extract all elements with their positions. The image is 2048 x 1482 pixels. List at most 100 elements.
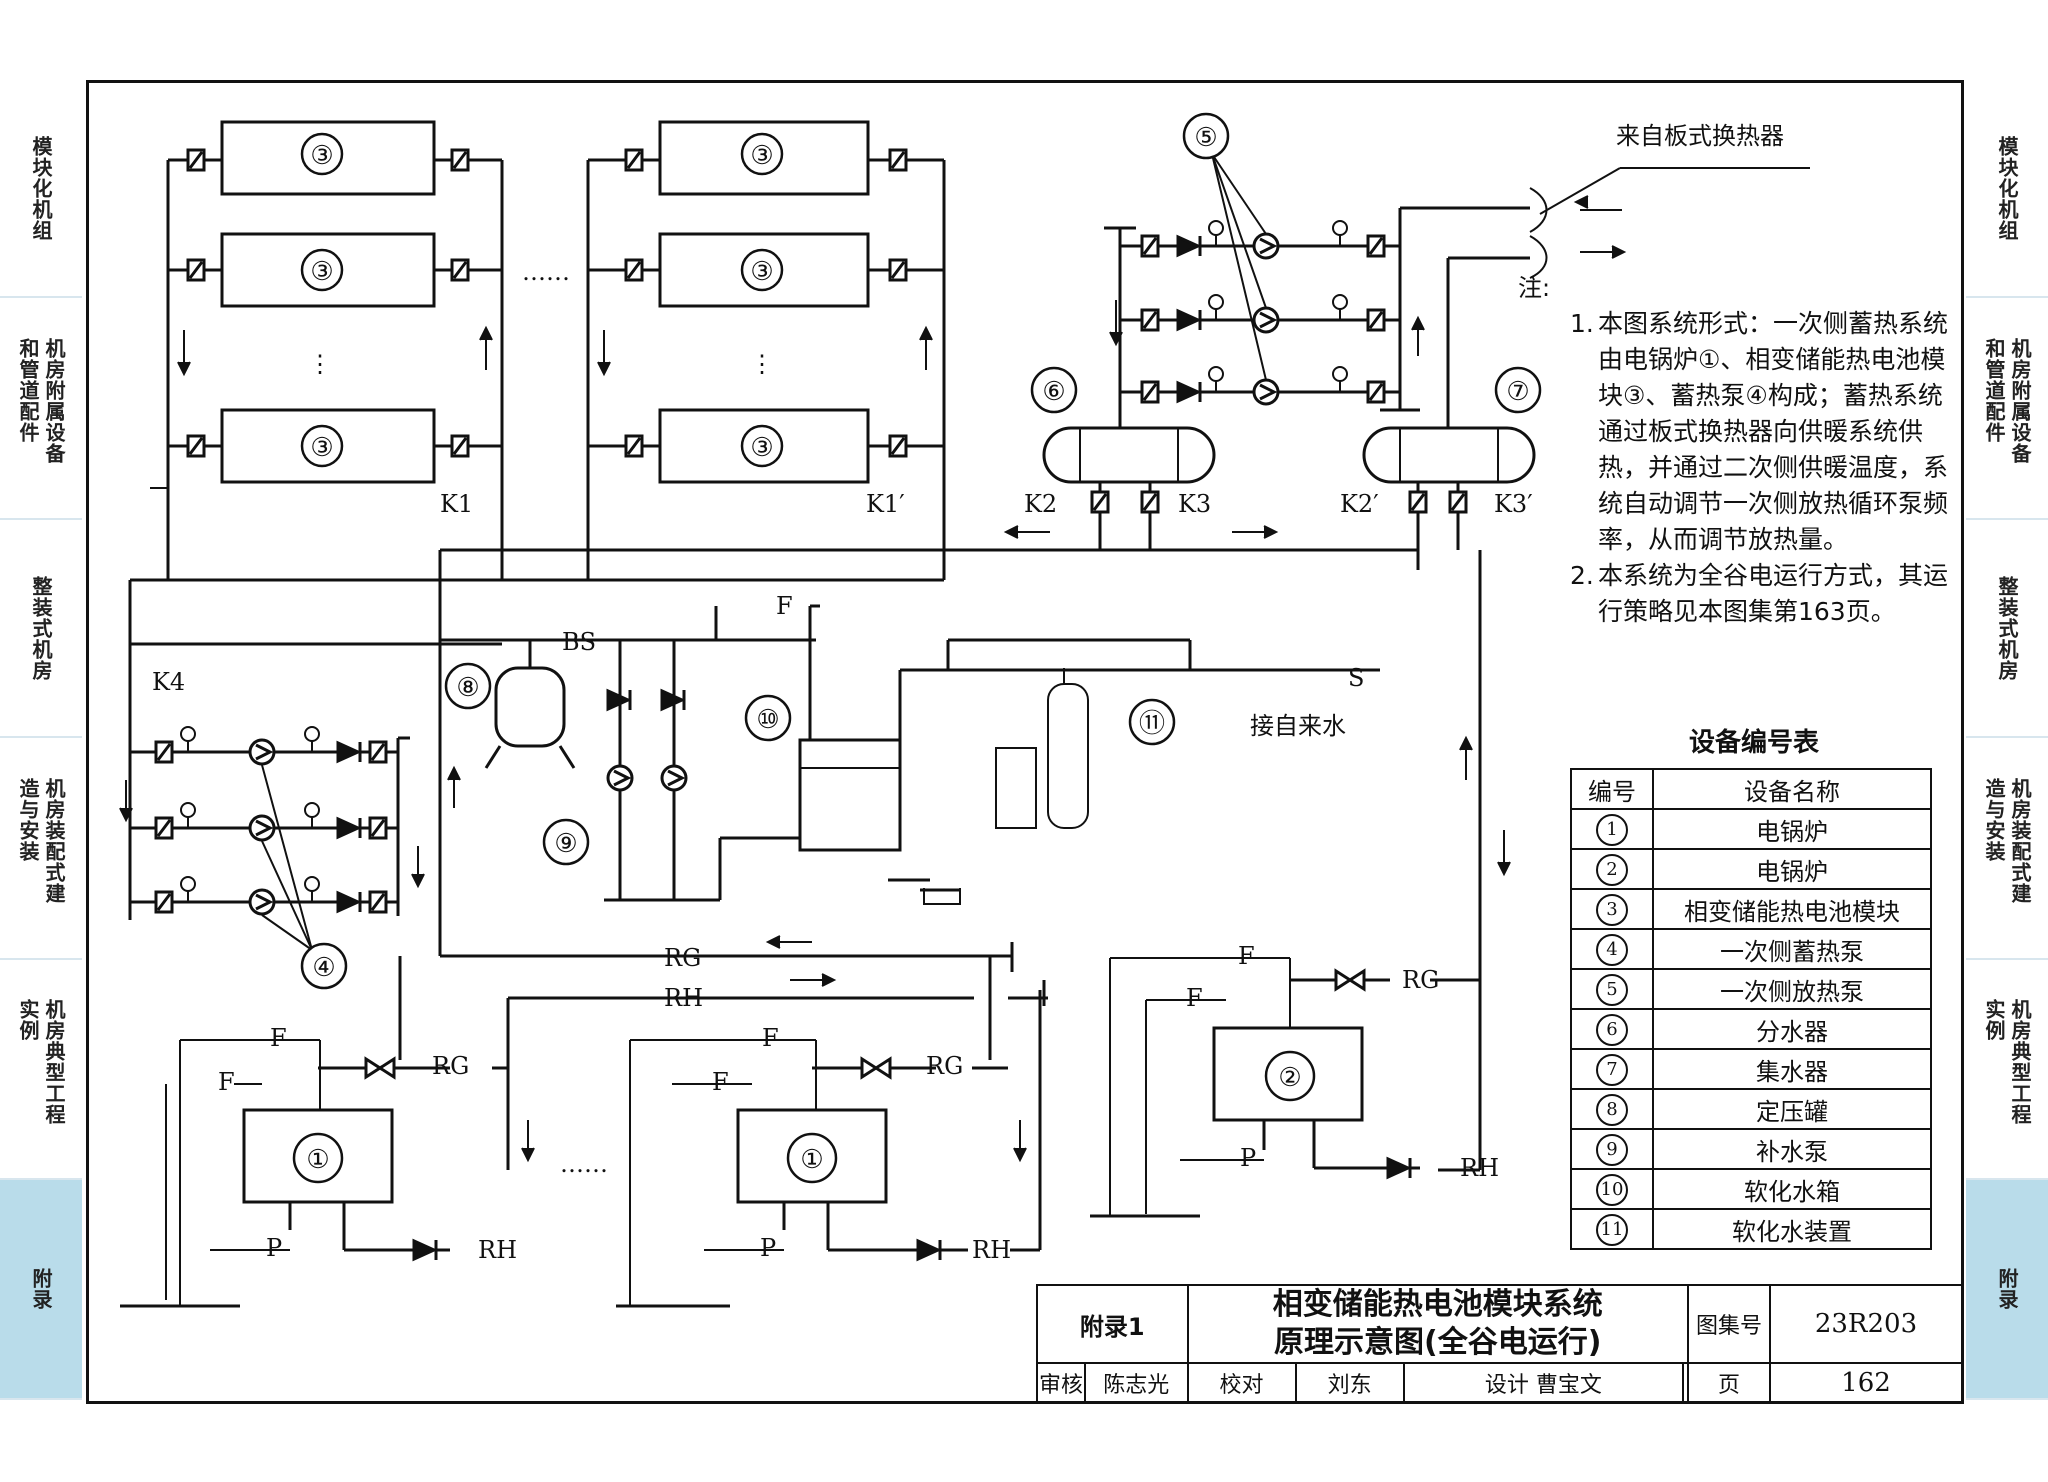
marker-3: ③ <box>310 141 333 171</box>
pressure-tank <box>494 666 566 748</box>
marker-3: ③ <box>310 433 333 463</box>
atlas-number: 23R203 <box>1769 1284 1963 1364</box>
label-p: P <box>1240 1144 1256 1172</box>
side-tab-1[interactable]: 模块化机组 <box>1966 80 2048 298</box>
label-p: P <box>266 1234 282 1262</box>
label-rh: RH <box>972 1236 1011 1264</box>
side-tab-2[interactable]: 机房附属设备和管道配件 <box>1966 298 2048 520</box>
label-k2: K2 <box>1024 490 1057 518</box>
marker-5: ⑤ <box>1194 123 1217 153</box>
design-label: 设计 曹宝文 <box>1402 1362 1685 1404</box>
side-tab-5[interactable]: 机房典型工程实例 <box>0 960 82 1180</box>
label-f: F <box>712 1068 729 1096</box>
label-f: F <box>762 1024 779 1052</box>
label-rg: RG <box>664 944 701 972</box>
label-rg: RG <box>926 1052 963 1080</box>
marker-11: ⑪ <box>1139 709 1165 739</box>
water-collector <box>1362 426 1536 520</box>
label-from-tap-water: 接自来水 <box>1250 712 1346 740</box>
marker-6: ⑥ <box>1042 377 1065 407</box>
horizontal-ellipsis: …… <box>522 258 570 286</box>
label-k1: K1 <box>440 490 473 518</box>
marker-3: ③ <box>750 433 773 463</box>
soft-water-tank <box>798 738 902 852</box>
label-f: F <box>776 592 793 620</box>
drawing-frame <box>86 80 1964 1404</box>
table-header: 编号 设备名称 <box>1570 768 1932 810</box>
appendix-label: 附录1 <box>1036 1284 1189 1364</box>
label-k1p: K1′ <box>866 490 905 518</box>
side-tab-3[interactable]: 整装式机房 <box>1966 520 2048 738</box>
marker-3: ③ <box>750 257 773 287</box>
side-tab-3[interactable]: 整装式机房 <box>0 520 82 738</box>
horizontal-ellipsis: …… <box>560 1150 608 1178</box>
vertical-ellipsis: ⋮ <box>750 350 774 378</box>
label-f: F <box>1186 984 1203 1012</box>
review-label: 审核 <box>1036 1362 1086 1404</box>
side-tab-4[interactable]: 机房装配式建造与安装 <box>1966 738 2048 960</box>
battery-bank-2 <box>586 120 946 580</box>
drawing-title: 相变储能热电池模块系统 原理示意图(全谷电运行) <box>1186 1284 1690 1364</box>
label-bs: BS <box>562 628 596 656</box>
right-side-tabs: 模块化机组 机房附属设备和管道配件 整装式机房 机房装配式建造与安装 机房典型工… <box>1966 80 2048 1400</box>
note-item: 1. 本图系统形式：一次侧蓄热系统由电锅炉①、相变储能热电池模块③、蓄热泵④构成… <box>1570 309 1949 554</box>
note-item: 2. 本系统为全谷电运行方式，其运行策略见本图集第163页。 <box>1570 561 1949 626</box>
label-f: F <box>1238 942 1255 970</box>
label-from-plate-heat-exchanger: 来自板式换热器 <box>1616 122 1784 150</box>
side-tab-appendix[interactable]: 附录 <box>1966 1180 2048 1400</box>
atlas-label: 图集号 <box>1687 1284 1771 1364</box>
equipment-table-title: 设备编号表 <box>1688 728 1819 758</box>
label-k3: K3 <box>1178 490 1211 518</box>
label-rh: RH <box>664 984 703 1012</box>
side-tab-1[interactable]: 模块化机组 <box>0 80 82 298</box>
label-p: P <box>760 1234 776 1262</box>
left-side-tabs: 模块化机组 机房附属设备和管道配件 整装式机房 机房装配式建造与安装 机房典型工… <box>0 80 82 1400</box>
marker-1: ① <box>800 1145 823 1175</box>
reviewer-name: 陈志光 <box>1084 1362 1189 1404</box>
side-tab-2[interactable]: 机房附属设备和管道配件 <box>0 298 82 520</box>
label-rh: RH <box>478 1236 517 1264</box>
marker-9: ⑨ <box>554 829 577 859</box>
side-tab-appendix[interactable]: 附录 <box>0 1180 82 1400</box>
marker-1: ① <box>306 1145 329 1175</box>
side-tab-5[interactable]: 机房典型工程实例 <box>1966 960 2048 1180</box>
side-tab-4[interactable]: 机房装配式建造与安装 <box>0 738 82 960</box>
marker-3: ③ <box>310 257 333 287</box>
vertical-ellipsis: ⋮ <box>308 350 332 378</box>
label-f: F <box>218 1068 235 1096</box>
electric-boiler-1b <box>616 1039 1008 1308</box>
makeup-water-system <box>440 604 1380 905</box>
label-rg: RG <box>1402 966 1439 994</box>
label-k3p: K3′ <box>1494 490 1533 518</box>
equipment-markers <box>292 112 1542 1184</box>
marker-7: ⑦ <box>1506 377 1529 407</box>
marker-3: ③ <box>750 141 773 171</box>
checker-name: 刘东 <box>1294 1362 1405 1404</box>
label-k2p: K2′ <box>1340 490 1379 518</box>
check-label: 校对 <box>1186 1362 1297 1404</box>
heat-storage-pump-group <box>128 725 410 951</box>
label-s: S <box>1348 664 1364 692</box>
marker-2: ② <box>1278 1063 1301 1093</box>
marker-4: ④ <box>312 953 335 983</box>
page-label: 页 <box>1687 1362 1771 1404</box>
water-distributor <box>1042 426 1216 520</box>
notes: 1. 本图系统形式：一次侧蓄热系统由电锅炉①、相变储能热电池模块③、蓄热泵④构成… <box>1570 306 1950 630</box>
label-f: F <box>270 1024 287 1052</box>
marker-8: ⑧ <box>456 673 479 703</box>
page-number: 162 <box>1769 1362 1963 1404</box>
battery-module <box>658 408 870 484</box>
label-note: 注: <box>1518 274 1550 302</box>
